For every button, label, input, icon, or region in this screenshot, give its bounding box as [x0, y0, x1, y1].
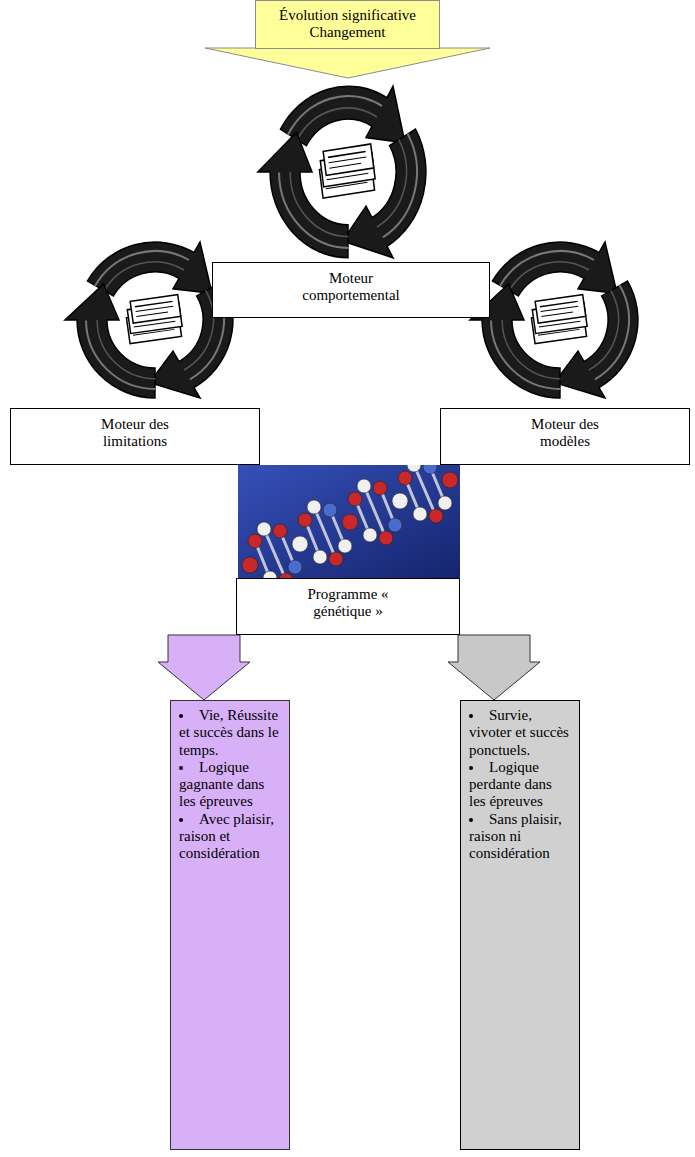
bullet-text: Logique gagnante dans les épreuves — [179, 759, 281, 811]
bullet-text: Survie, vivoter et succès ponctuels. — [469, 707, 571, 759]
block-arrow — [158, 635, 250, 700]
bullet-text: Avec plaisir, raison et considération — [179, 811, 281, 863]
box-label: Moteur des limitations — [86, 416, 184, 451]
box-label: Programme « génétique » — [293, 586, 403, 621]
recycle-icon — [252, 86, 449, 279]
bullet-text: Vie, Réussite et succès dans le temps. — [179, 707, 281, 759]
box-label: Évolution significative Changement — [262, 7, 433, 42]
process-box: Programme « génétique » — [236, 578, 460, 635]
bullet-text: Logique perdante dans les épreuves — [469, 759, 571, 811]
box-label: Moteur des modèles — [516, 416, 614, 451]
outcome-box: Survie, vivoter et succès ponctuels.Logi… — [460, 700, 580, 1150]
process-box: Moteur des limitations — [10, 408, 260, 465]
process-box: Moteur des modèles — [440, 408, 690, 465]
recycle-icon — [464, 242, 661, 417]
bullet-list: Vie, Réussite et succès dans le temps.Lo… — [179, 707, 281, 862]
box-label: Moteur comportemental — [296, 270, 406, 305]
block-arrow — [448, 635, 540, 700]
process-box: Moteur comportemental — [212, 262, 490, 318]
outcome-box: Vie, Réussite et succès dans le temps.Lo… — [170, 700, 290, 1150]
bullet-text: Sans plaisir, raison ni considération — [469, 811, 571, 863]
dna-picture — [238, 465, 460, 578]
bullet-list: Survie, vivoter et succès ponctuels.Logi… — [469, 707, 571, 862]
callout-box: Évolution significative Changement — [255, 0, 440, 49]
